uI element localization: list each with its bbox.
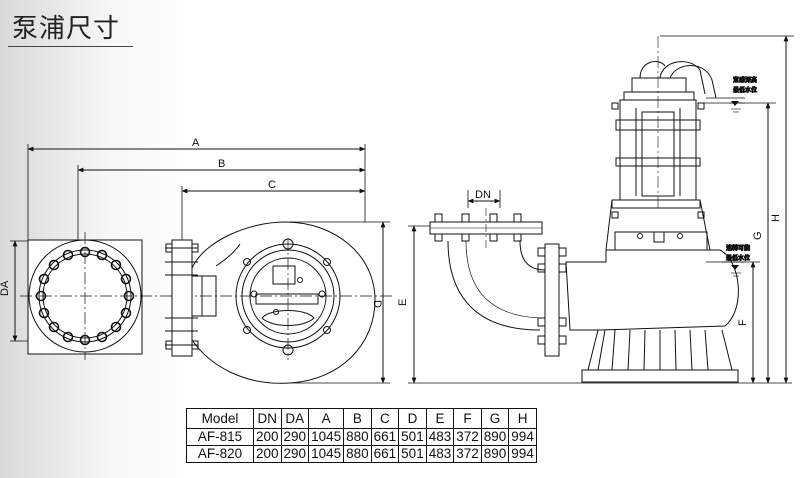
level-note-top-1: 意感深高 (733, 76, 757, 84)
table-cell: 1045 (308, 428, 345, 446)
table-cell: 880 (343, 428, 372, 446)
discharge-flange-face (20, 232, 395, 360)
table-cell: 483 (425, 445, 455, 463)
header-cell: F (453, 408, 482, 429)
outlet-flange-side (537, 243, 567, 357)
label-d: D (371, 300, 383, 308)
table-cell: 372 (453, 428, 482, 446)
table-cell: 483 (425, 428, 455, 446)
level-note-top-2: 最低水位 (733, 86, 757, 94)
table-cell: 200 (253, 445, 282, 463)
side-view: 意感深高 最低水位 連轉可能 最低水位 (408, 35, 794, 384)
table-cell: 372 (453, 445, 482, 463)
label-f: F (737, 319, 749, 326)
header-cell: A (308, 408, 345, 429)
label-e: E (397, 299, 409, 306)
header-cell: DN (253, 408, 282, 429)
table-cell: 1045 (308, 445, 345, 463)
table-cell: 880 (343, 445, 372, 463)
table-cell: 994 (508, 428, 537, 446)
header-cell: D (398, 408, 427, 429)
header-cell: B (343, 408, 372, 429)
table-cell: 994 (508, 445, 537, 463)
label-dn: DN (475, 189, 491, 201)
table-cell: 290 (280, 428, 310, 446)
side-flange (165, 239, 217, 357)
label-a: A (192, 137, 200, 149)
header-cell: H (508, 408, 537, 429)
table-cell: 290 (280, 445, 310, 463)
dimension-table: Model DN DA A B C D E F G H AF-815 200 2… (186, 408, 537, 463)
label-g: G (752, 231, 764, 240)
table-cell: 661 (370, 428, 400, 446)
discharge-flange-top (429, 208, 543, 250)
header-cell: C (370, 408, 400, 429)
pump-body (565, 61, 739, 331)
level-note-bottom-2: 最低水位 (726, 254, 750, 262)
page-title: 泵浦尺寸 (12, 14, 121, 44)
table-cell: 661 (370, 445, 400, 463)
top-view (10, 144, 395, 384)
label-c: C (268, 179, 276, 191)
table-cell: 200 (253, 428, 282, 446)
table-row: AF-820 200 290 1045 880 661 501 483 372 … (186, 445, 537, 463)
header-cell: DA (280, 408, 310, 429)
table-cell: 890 (480, 445, 510, 463)
label-h: H (770, 214, 782, 222)
table-cell: 501 (398, 445, 427, 463)
pump-base (581, 329, 739, 383)
table-header-row: Model DN DA A B C D E F G H (186, 408, 537, 429)
level-note-bottom-1: 連轉可能 (726, 244, 750, 252)
header-cell: G (480, 408, 510, 429)
pump-dimension-drawing: 意感深高 最低水位 連轉可能 最低水位 A B C DA D DN (0, 35, 794, 384)
table-row: AF-815 200 290 1045 880 661 501 483 372 … (186, 428, 537, 446)
label-b: B (218, 158, 225, 170)
table-cell: AF-815 (186, 428, 254, 446)
table-cell: 890 (480, 428, 510, 446)
header-cell: Model (186, 408, 254, 429)
label-da: DA (0, 280, 11, 296)
volute-casing (191, 221, 376, 384)
table-cell: 501 (398, 428, 427, 446)
header-cell: E (425, 408, 455, 429)
title-underline (8, 46, 133, 47)
table-cell: AF-820 (186, 445, 254, 463)
